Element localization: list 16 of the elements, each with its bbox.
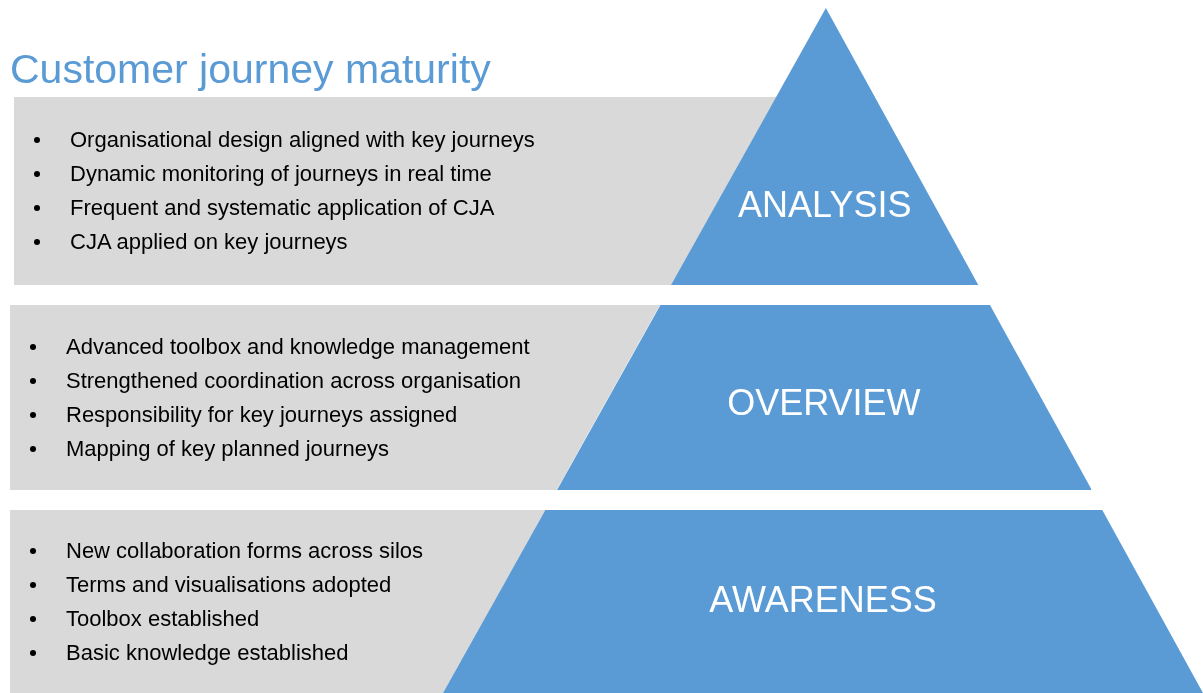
title: Customer journey maturity [10, 45, 491, 94]
bullet-text: CJA applied on key journeys [70, 228, 348, 256]
bullet-text: Advanced toolbox and knowledge management [66, 332, 530, 361]
bullet-text: New collaboration forms across silos [66, 536, 424, 565]
tier-label: AWARENESS [708, 580, 938, 620]
tier-label: OVERVIEW [726, 383, 922, 423]
tier-label: ANALYSIS [737, 185, 913, 225]
bullet-text: Organisational design aligned with key journeys [70, 126, 535, 154]
bullet-text: Mapping of key planned journeys [66, 434, 389, 463]
bullet-text: Dynamic monitoring of journeys in real time [70, 160, 492, 188]
bullet-text: Toolbox established [66, 604, 260, 633]
bullet-text: Responsibility for key journeys assigned [66, 400, 458, 429]
bullet-text: Frequent and systematic application of CJA [70, 194, 495, 222]
bullet-text: Strengthened coordination across organisation [66, 366, 521, 395]
bullet-text: Basic knowledge established [66, 638, 349, 667]
bullet-text: Terms and visualisations adopted [66, 570, 392, 599]
